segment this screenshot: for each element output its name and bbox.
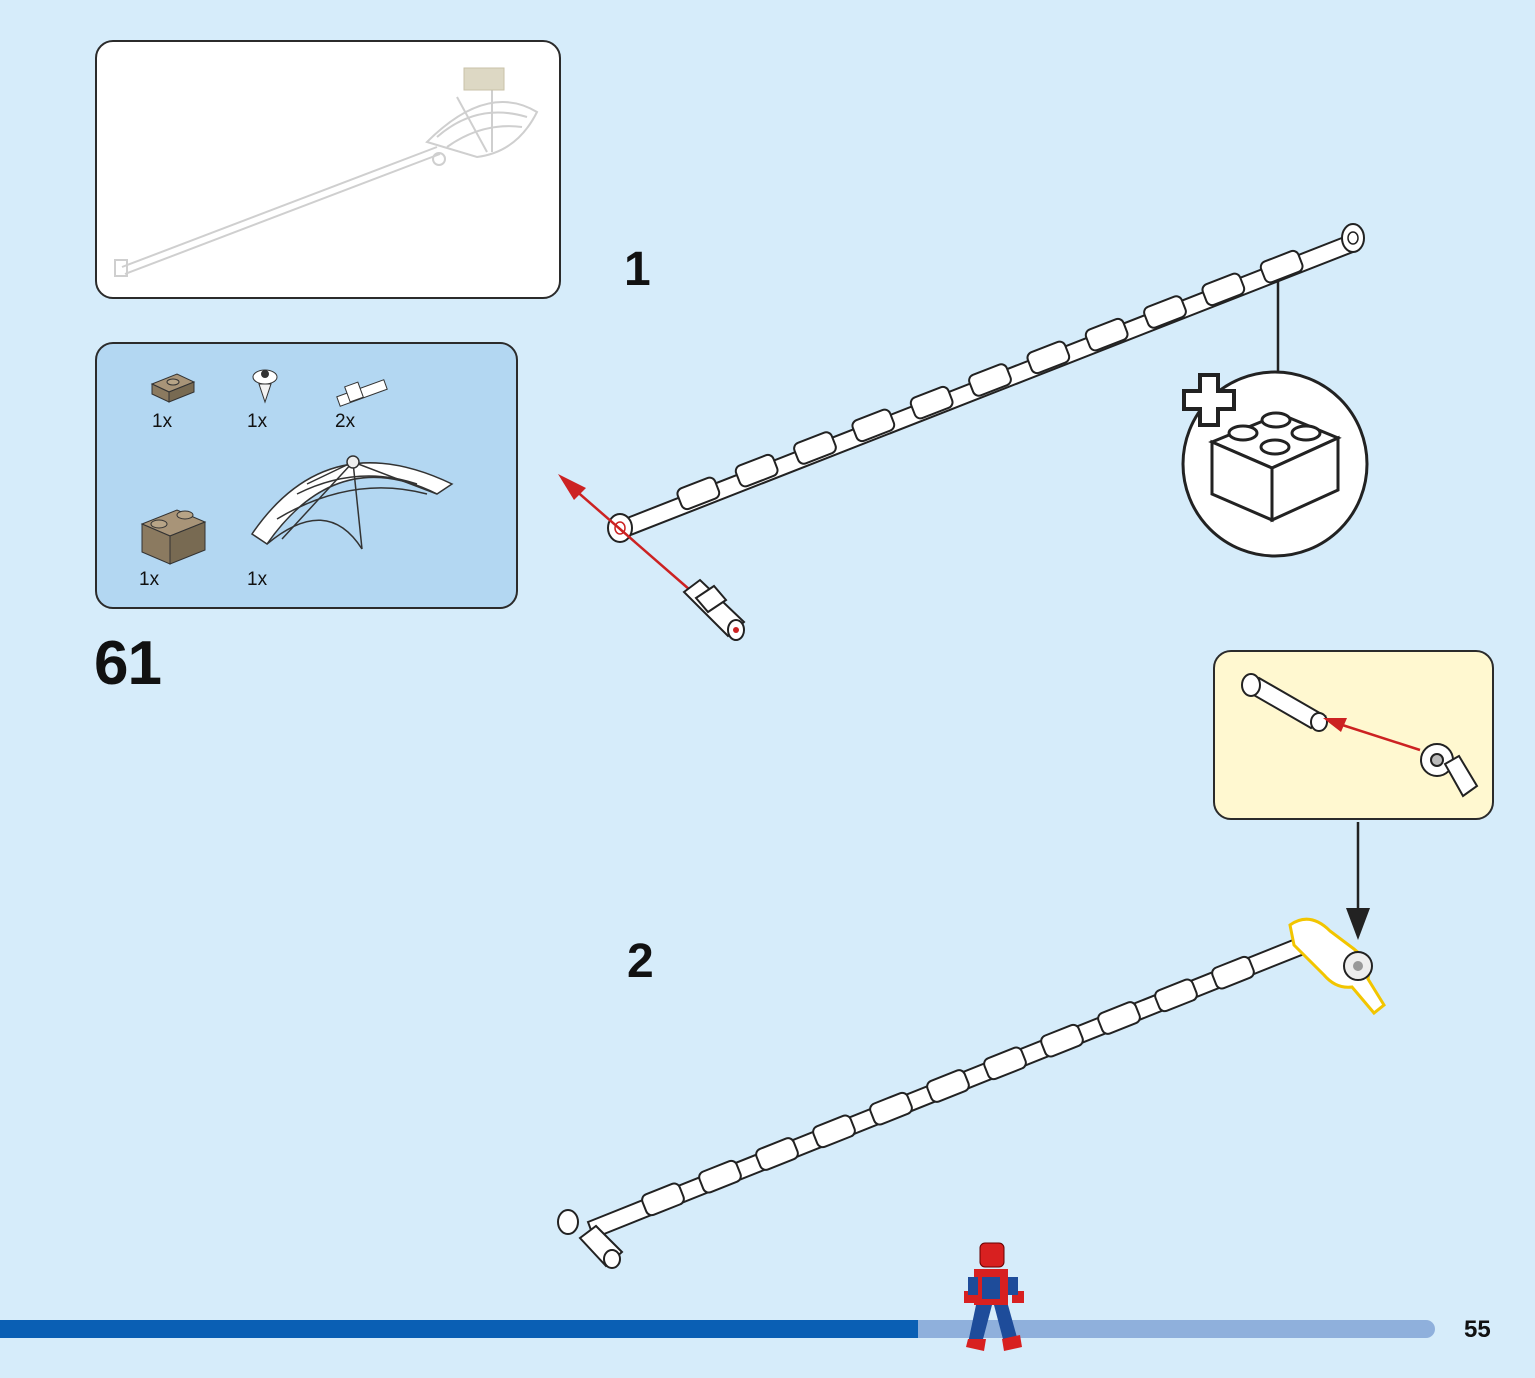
part-qty: 1x: [247, 569, 268, 590]
part-qty: 2x: [335, 411, 356, 432]
part-bar-icon: [336, 379, 388, 407]
bar-end-piece: [557, 1209, 624, 1269]
part-round-plate-clip-icon: [252, 369, 278, 404]
bar-segment: [676, 476, 721, 511]
parts-list-drawing: [140, 369, 454, 565]
bar-segment: [1097, 1001, 1141, 1035]
bar-segment: [641, 1182, 685, 1217]
callout-box: [1213, 650, 1494, 820]
bar-segment: [734, 453, 779, 488]
bar-segment: [1154, 978, 1198, 1013]
spider-man-minifig-icon: [964, 1242, 1024, 1351]
bar-segment: [1026, 340, 1071, 375]
bar-segment: [983, 1046, 1027, 1081]
bar-segment: [698, 1159, 742, 1194]
bar-segment: [851, 408, 896, 443]
part-qty: 1x: [247, 411, 268, 432]
progress-fill: [0, 1320, 919, 1338]
part-qty: 1x: [152, 411, 173, 432]
bar-end-connector: [1341, 223, 1365, 253]
bar-segment: [1084, 317, 1129, 352]
assembly-arrow: [565, 481, 691, 591]
bar-segment: [812, 1114, 856, 1149]
part-spider-web-icon: [250, 455, 454, 550]
step-number: 61: [94, 629, 162, 698]
part-masonry-brick-icon: [140, 509, 207, 565]
part-qty: 1x: [139, 569, 160, 590]
parts-list-box: 1x 1x 2x 1x 1x: [95, 342, 518, 609]
part-tan-plate-icon: [150, 373, 196, 403]
add-brick-icon: [1181, 370, 1369, 558]
bar-segment: [1211, 955, 1255, 990]
bar-segment: [1259, 249, 1304, 284]
page-number: 55: [1464, 1316, 1491, 1343]
bar-segment: [1040, 1023, 1084, 1058]
bar-segment: [1143, 295, 1187, 329]
bar-piece: [682, 578, 746, 641]
preview-box: [95, 40, 561, 299]
bar-segment: [909, 385, 954, 420]
highlighted-joint: [1288, 917, 1386, 1016]
preview-assembly-drawing: [114, 67, 539, 277]
bar-segment: [869, 1091, 913, 1126]
arrow-head-icon: [558, 474, 586, 500]
bar-segment: [968, 363, 1012, 397]
sub-step-number: 2: [627, 935, 654, 988]
callout-drawing: [1241, 673, 1479, 798]
progress-track: [0, 1320, 1435, 1338]
bar-segment: [926, 1069, 970, 1103]
bar-segment: [755, 1137, 799, 1171]
bar-segment: [1201, 272, 1246, 307]
sub-step-number: 1: [624, 243, 651, 296]
arrow-head-icon: [1346, 908, 1370, 940]
bar-segment: [793, 431, 837, 465]
